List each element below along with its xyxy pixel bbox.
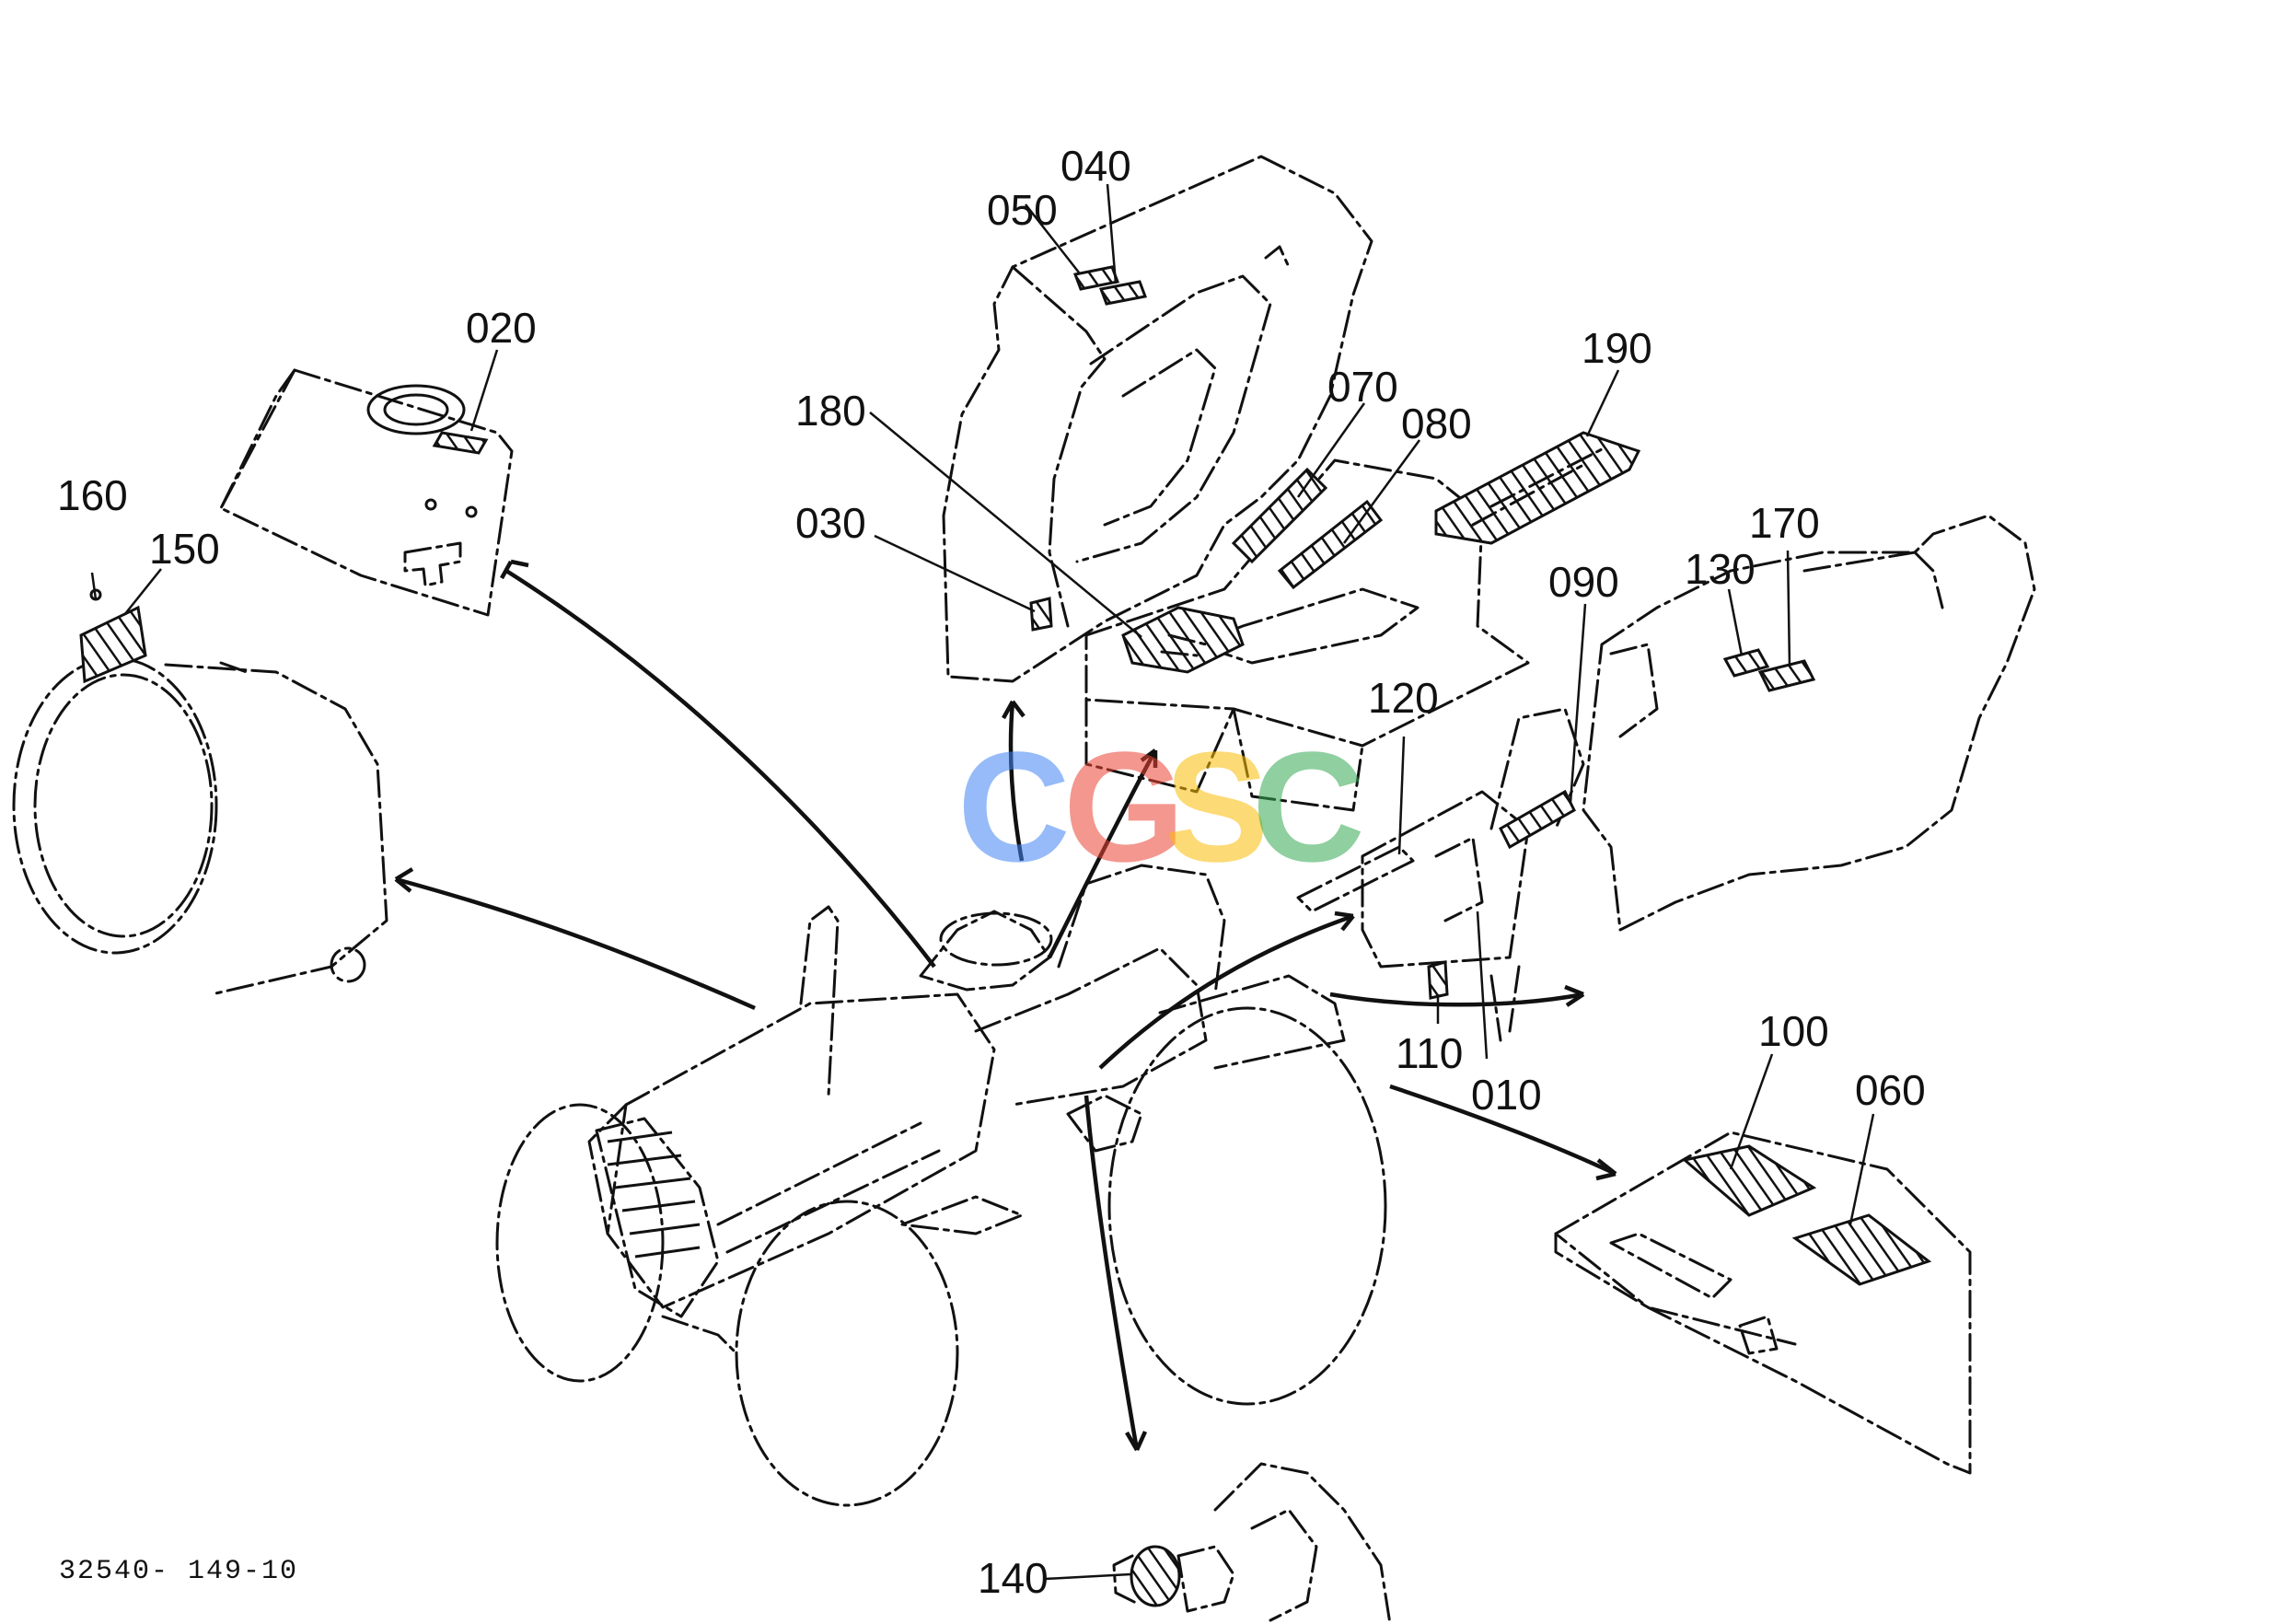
fan-shroud-part <box>12 572 388 996</box>
callout-170: 170 <box>1749 499 1820 547</box>
callout-080: 080 <box>1401 400 1472 447</box>
callout-130: 130 <box>1685 545 1756 593</box>
callout-140: 140 <box>978 1554 1049 1602</box>
watermark-letter-c1: C <box>957 720 1071 895</box>
callout-030: 030 <box>795 499 866 547</box>
callout-100: 100 <box>1758 1007 1829 1055</box>
pto-shaft-part <box>1112 1462 1392 1624</box>
callout-150: 150 <box>149 525 220 573</box>
callout-040: 040 <box>1060 142 1131 190</box>
callout-020: 020 <box>466 304 537 352</box>
callout-050: 050 <box>987 186 1058 234</box>
exploded-view-arrows <box>394 559 1617 1452</box>
drawing-number: 32540- 149-10 <box>59 1556 298 1587</box>
callout-060: 060 <box>1855 1066 1926 1114</box>
watermark-letter-g: G <box>1063 720 1185 895</box>
watermark-letter-c2: C <box>1252 720 1365 895</box>
callout-090: 090 <box>1548 558 1619 606</box>
floor-panel-part <box>1554 1131 1972 1475</box>
hood-panel-part <box>219 368 514 617</box>
watermark-logo: C G S C <box>957 720 1365 895</box>
watermark-letter-s: S <box>1165 720 1269 895</box>
left-fender-part <box>942 155 1373 683</box>
callout-labels: 010 020 030 040 050 060 070 080 090 100 … <box>57 142 1926 1602</box>
console-part <box>1084 431 1641 812</box>
callout-010: 010 <box>1471 1071 1542 1119</box>
leader-lines <box>123 183 1875 1581</box>
callout-180: 180 <box>795 387 866 435</box>
tractor-body <box>495 864 1387 1507</box>
callout-070: 070 <box>1327 363 1398 411</box>
right-fender-part <box>1296 514 2036 1042</box>
callout-190: 190 <box>1582 324 1652 372</box>
callout-110: 110 <box>1396 1029 1463 1077</box>
callout-120: 120 <box>1368 674 1439 722</box>
callout-160: 160 <box>57 471 128 519</box>
